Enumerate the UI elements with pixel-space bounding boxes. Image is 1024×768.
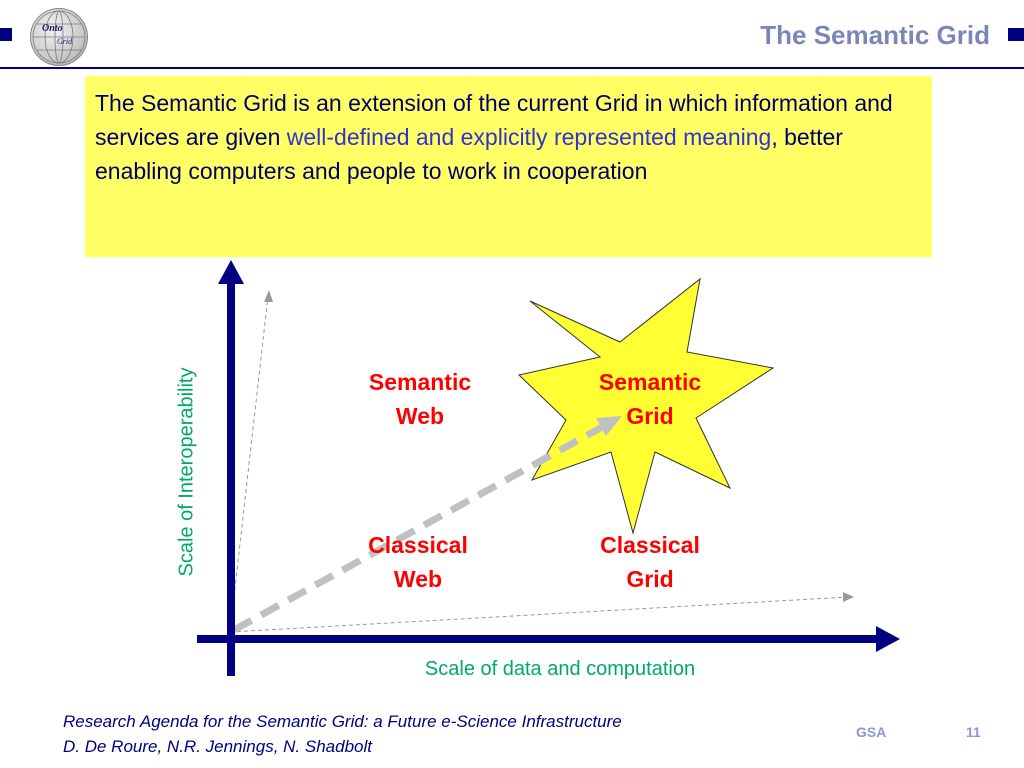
classical-web-line2: Web: [393, 566, 443, 592]
globe-icon: [32, 10, 86, 64]
trend-arrow: [232, 422, 606, 634]
dashed-arrow-right: [229, 596, 849, 633]
classical-web-line1: Classical: [368, 532, 468, 558]
dashed-arrow-right-head: [843, 592, 854, 602]
definition-text-start: The Semantic Grid is an extension of the…: [95, 90, 893, 150]
semantic-web-line2: Web: [395, 403, 445, 429]
x-axis-label: Scale of data and computation: [424, 658, 696, 680]
citation-title: Research Agenda for the Semantic Grid: a…: [63, 712, 622, 731]
x-axis-arrowhead: [876, 626, 900, 652]
semantic-grid-line1: Semantic: [598, 369, 702, 395]
classical-web-label: Classical Web: [338, 528, 498, 596]
dashed-arrow-up-head: [264, 290, 273, 302]
semantic-grid-star: [517, 277, 775, 535]
dashed-arrow-up: [229, 295, 269, 633]
classical-grid-label: Classical Grid: [570, 528, 730, 596]
definition-box: The Semantic Grid is an extension of the…: [85, 76, 932, 257]
classical-grid-line2: Grid: [626, 566, 674, 592]
semantic-grid-label: Semantic Grid: [570, 365, 730, 433]
semantic-grid-line2: Grid: [626, 403, 674, 429]
definition-highlight: well-defined and explicitly represented …: [286, 124, 772, 150]
classical-grid-line1: Classical: [600, 532, 700, 558]
page-title: The Semantic Grid: [760, 20, 990, 50]
y-axis-label: Scale of Interoperability: [175, 367, 198, 577]
footer-org: GSA: [856, 724, 887, 740]
semantic-web-line1: Semantic: [368, 369, 472, 395]
logo-text-bottom: Grid: [57, 37, 73, 46]
y-axis-arrowhead: [218, 260, 244, 284]
header-square-right: [1008, 28, 1024, 41]
trend-arrow-head: [596, 416, 622, 436]
header-divider: [0, 67, 1024, 69]
citation: Research Agenda for the Semantic Grid: a…: [63, 709, 622, 759]
logo-text-top: Onto: [42, 23, 63, 34]
ontogrid-logo: Onto Grid: [30, 8, 88, 66]
citation-authors: D. De Roure, N.R. Jennings, N. Shadbolt: [63, 737, 372, 756]
header-square-left: [0, 28, 12, 41]
definition-text-end: , better enabling computers and people t…: [95, 124, 843, 184]
page-number: 11: [966, 724, 981, 740]
semantic-web-label: Semantic Web: [340, 365, 500, 433]
